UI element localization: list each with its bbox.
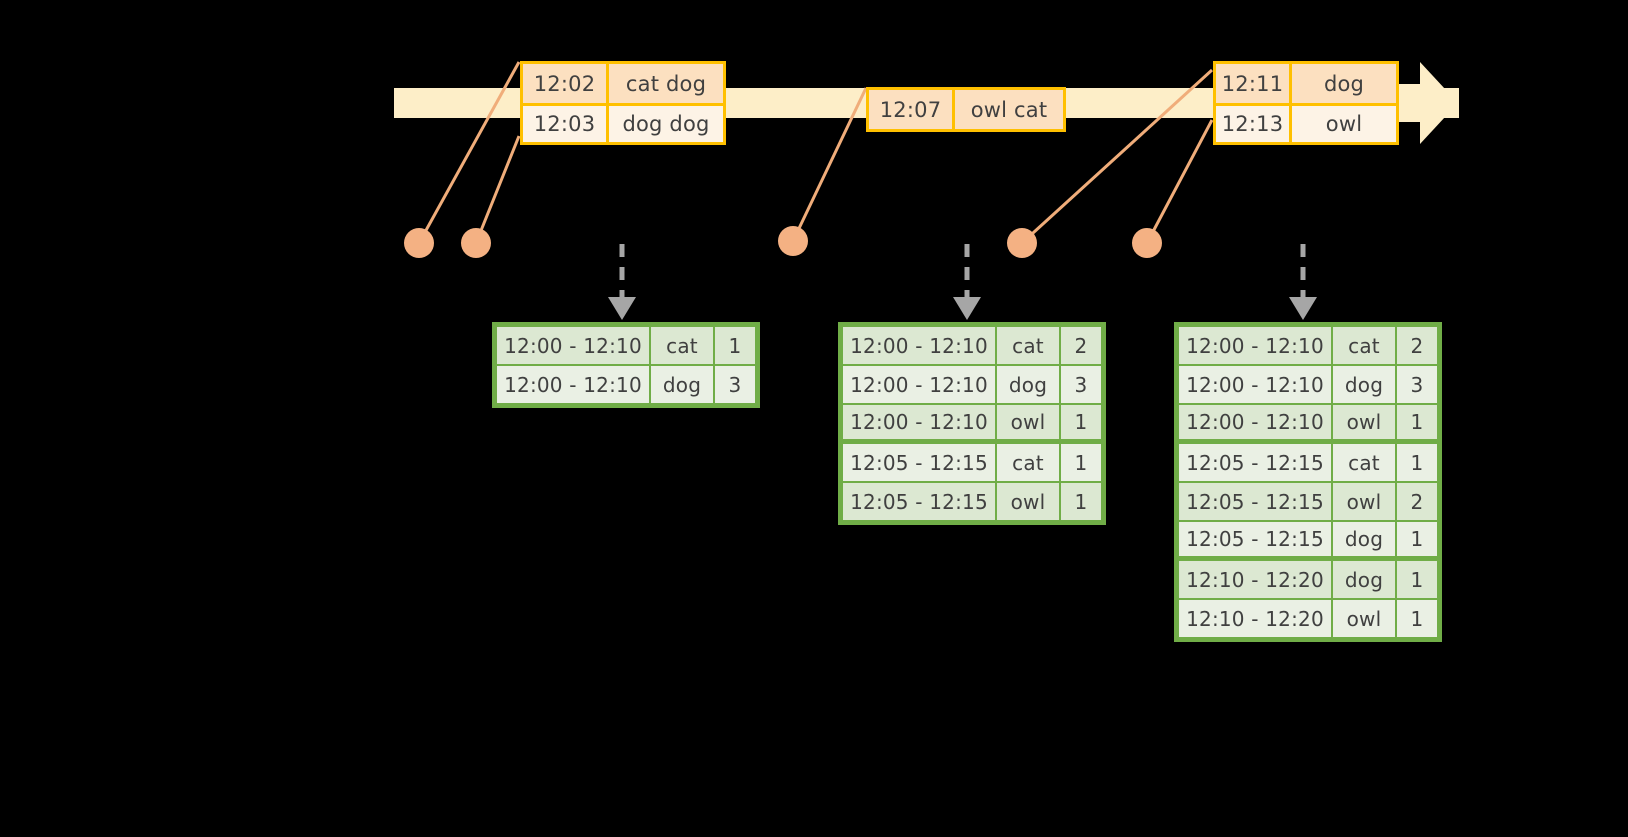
cell-window: 12:00 - 12:10 xyxy=(497,366,649,403)
cell-count: 3 xyxy=(1397,366,1437,403)
emit-arrowhead-icon-3 xyxy=(1289,297,1317,320)
timeline-event-row: 12:02 cat dog xyxy=(523,64,723,103)
emit-arrowheads xyxy=(608,297,1317,320)
cell-word: dog xyxy=(1333,561,1395,598)
event-time: 12:07 xyxy=(869,90,955,129)
dot-12-02 xyxy=(404,228,434,258)
emit-arrows xyxy=(619,244,1306,300)
cell-word: dog xyxy=(651,366,713,403)
cell-word: owl xyxy=(1333,483,1395,520)
cell-count: 1 xyxy=(1397,600,1437,637)
emit-arrowhead-icon-1 xyxy=(608,297,636,320)
cell-count: 2 xyxy=(1061,327,1101,364)
cell-count: 1 xyxy=(1061,483,1101,520)
timeline-event-b[interactable]: 12:07 owl cat xyxy=(866,87,1066,132)
timeline-event-a[interactable]: 12:02 cat dog 12:03 dog dog xyxy=(520,61,726,145)
event-time: 12:11 xyxy=(1216,64,1292,103)
cell-word: owl xyxy=(1333,405,1395,439)
connector-12-03 xyxy=(474,135,521,244)
cell-count: 1 xyxy=(1397,405,1437,439)
timeline-arrow-icon xyxy=(1420,62,1458,144)
event-words: dog dog xyxy=(622,112,710,136)
cell-count: 1 xyxy=(1061,444,1101,481)
timeline-event-row: 12:13 owl xyxy=(1216,103,1396,142)
timeline-event-row: 12:07 owl cat xyxy=(869,90,1063,129)
cell-word: owl xyxy=(1333,600,1395,637)
cell-word: owl xyxy=(997,483,1059,520)
timeline-event-row: 12:11 dog xyxy=(1216,64,1396,103)
cell-count: 3 xyxy=(715,366,755,403)
event-time: 12:02 xyxy=(523,64,609,103)
event-time: 12:13 xyxy=(1216,106,1292,142)
cell-count: 2 xyxy=(1397,483,1437,520)
cell-word: cat xyxy=(997,444,1059,481)
cell-window: 12:00 - 12:10 xyxy=(497,327,649,364)
cell-window: 12:05 - 12:15 xyxy=(843,483,995,520)
cell-word: dog xyxy=(1333,522,1395,556)
timeline-event-c[interactable]: 12:11 dog 12:13 owl xyxy=(1213,61,1399,145)
cell-window: 12:10 - 12:20 xyxy=(1179,600,1331,637)
cell-word: owl xyxy=(997,405,1059,439)
cell-window: 12:05 - 12:15 xyxy=(1179,444,1331,481)
dot-12-11 xyxy=(1007,228,1037,258)
cell-window: 12:00 - 12:10 xyxy=(843,366,995,403)
cell-word: cat xyxy=(1333,444,1395,481)
event-dots xyxy=(404,226,1162,258)
cell-window: 12:00 - 12:10 xyxy=(843,405,995,439)
cell-word: cat xyxy=(1333,327,1395,364)
cell-count: 2 xyxy=(1397,327,1437,364)
event-words: owl cat xyxy=(955,90,1063,129)
cell-count: 1 xyxy=(715,327,755,364)
emit-arrowhead-icon-2 xyxy=(953,297,981,320)
cell-word: cat xyxy=(997,327,1059,364)
cell-window: 12:05 - 12:15 xyxy=(843,444,995,481)
cell-word: dog xyxy=(1333,366,1395,403)
cell-count: 1 xyxy=(1061,405,1101,439)
event-time: 12:03 xyxy=(523,106,609,142)
connector-12-13 xyxy=(1145,119,1214,244)
dot-12-03 xyxy=(461,228,491,258)
event-words: dog xyxy=(1292,64,1396,103)
cell-count: 1 xyxy=(1397,444,1437,481)
cell-window: 12:05 - 12:15 xyxy=(1179,522,1331,556)
dot-12-07 xyxy=(778,226,808,256)
cell-window: 12:10 - 12:20 xyxy=(1179,561,1331,598)
dot-12-13 xyxy=(1132,228,1162,258)
event-words: cat dog xyxy=(609,64,723,103)
cell-window: 12:00 - 12:10 xyxy=(843,327,995,364)
cell-window: 12:00 - 12:10 xyxy=(1179,366,1331,403)
cell-word: cat xyxy=(651,327,713,364)
cell-window: 12:00 - 12:10 xyxy=(1179,405,1331,439)
event-words: owl xyxy=(1325,112,1363,136)
cell-count: 1 xyxy=(1397,522,1437,556)
cell-window: 12:00 - 12:10 xyxy=(1179,327,1331,364)
cell-window: 12:05 - 12:15 xyxy=(1179,483,1331,520)
cell-count: 3 xyxy=(1061,366,1101,403)
cell-count: 1 xyxy=(1397,561,1437,598)
cell-word: dog xyxy=(997,366,1059,403)
timeline-event-row: 12:03 dog dog xyxy=(523,103,723,142)
